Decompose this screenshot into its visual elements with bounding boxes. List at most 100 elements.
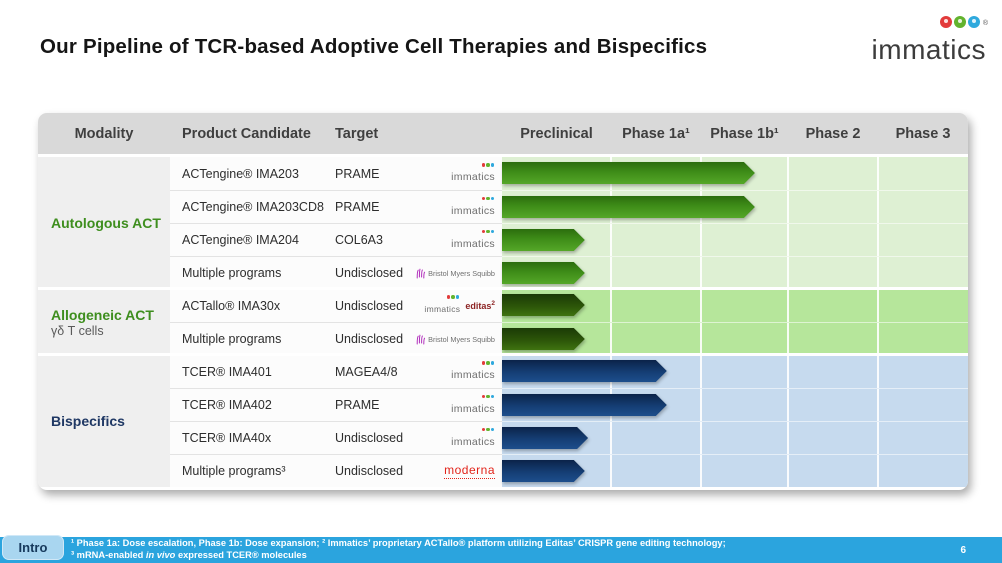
green-dot-icon <box>486 427 490 431</box>
red-dot-icon <box>481 196 485 200</box>
candidate-cell: ACTengine® IMA203 <box>170 157 330 190</box>
progress-arrow <box>502 360 968 382</box>
blue-dot-icon <box>455 295 460 299</box>
candidate-cell: ACTengine® IMA204 <box>170 223 330 256</box>
moderna-logo: moderna <box>444 463 495 479</box>
partner-cell: immatics <box>430 223 502 256</box>
target-cell: COL6A3 <box>330 223 430 256</box>
partner-cell: moderna <box>430 454 502 487</box>
target-cell: Undisclosed <box>330 454 430 487</box>
immatics-logo: immatics <box>451 196 495 219</box>
footnote-line-1: ¹ Phase 1a: Dose escalation, Phase 1b: D… <box>71 538 726 548</box>
bms-logo: Bristol Myers Squibb <box>416 334 495 345</box>
slide-title: Our Pipeline of TCR-based Adoptive Cell … <box>40 35 708 58</box>
partner-cell: Bristol Myers Squibb <box>416 322 502 355</box>
phase-track <box>502 421 968 454</box>
candidate-cell: ACTengine® IMA203CD8 <box>170 190 330 223</box>
partner-cell: immatics <box>430 388 502 421</box>
partner-cell: immatics <box>430 190 502 223</box>
header-phase-3: Phase 3 <box>895 125 951 142</box>
modality-cell: Autologous ACT <box>38 157 170 289</box>
bms-logo-text: Bristol Myers Squibb <box>428 334 495 344</box>
green-dot-icon <box>954 16 966 28</box>
immatics-dots-icon <box>481 163 494 167</box>
modality-label: Allogeneic ACT <box>51 306 154 323</box>
modality-label: Bispecifics <box>51 413 125 429</box>
footnote-line-2-italic: in vivo <box>145 549 176 560</box>
green-dot-icon <box>486 163 490 167</box>
phase-track <box>502 223 968 256</box>
header-phase-1a: Phase 1a¹ <box>622 125 690 142</box>
page-number: 6 <box>960 545 966 556</box>
phase-track <box>502 157 968 190</box>
bms-hand-icon <box>416 334 426 345</box>
red-dot-icon <box>940 16 952 28</box>
target-cell: MAGEA4/8 <box>330 355 430 388</box>
immatics-logo: immatics <box>451 394 495 417</box>
green-dot-icon <box>486 229 490 233</box>
progress-arrow <box>502 196 968 218</box>
blue-dot-icon <box>968 16 980 28</box>
target-cell: Undisclosed <box>330 256 430 289</box>
progress-arrow-shape <box>502 294 585 316</box>
header-phase-1b: Phase 1b¹ <box>710 125 779 142</box>
intro-tab[interactable]: Intro <box>2 535 64 560</box>
immatics-logo-text: immatics <box>871 34 986 65</box>
phase-track <box>502 322 968 355</box>
progress-arrow <box>502 394 968 416</box>
progress-arrow-shape <box>502 328 585 350</box>
phase-track <box>502 289 968 322</box>
bms-hand-icon <box>416 268 426 279</box>
blue-dot-icon <box>490 427 494 431</box>
immatics-dots-icon <box>481 196 494 200</box>
progress-arrow-shape <box>502 229 585 251</box>
partner-cell: immatics <box>430 157 502 190</box>
candidate-cell: ACTallo® IMA30x <box>170 289 330 322</box>
modality-sublabel: γδ T cells <box>51 323 104 338</box>
bms-logo-text: Bristol Myers Squibb <box>428 268 495 278</box>
phase-track <box>502 454 968 487</box>
red-dot-icon <box>481 427 485 431</box>
target-cell: Undisclosed <box>330 289 430 322</box>
progress-arrow-shape <box>502 262 585 284</box>
section-divider <box>38 353 968 356</box>
immatics-logo-large: ® immatics <box>850 12 990 68</box>
red-dot-icon <box>446 295 451 299</box>
target-cell: Undisclosed <box>330 322 430 355</box>
progress-arrow <box>502 460 968 482</box>
candidate-cell: Multiple programs <box>170 256 330 289</box>
phase-track <box>502 256 968 289</box>
green-dot-icon <box>451 295 455 299</box>
red-dot-icon <box>481 361 485 365</box>
header-phases: Preclinical Phase 1a¹ Phase 1b¹ Phase 2 … <box>502 113 968 154</box>
progress-arrow-shape <box>502 394 667 416</box>
progress-arrow <box>502 229 968 251</box>
immatics-logo-text: immatics <box>451 204 495 217</box>
candidate-cell: Multiple programs <box>170 322 330 355</box>
editas-logo-text: editas <box>465 301 492 311</box>
immatics-logo-text: immatics <box>451 369 495 381</box>
immatics-logo-text: immatics <box>451 171 495 183</box>
green-dot-icon <box>486 196 490 200</box>
blue-dot-icon <box>490 361 494 365</box>
header-modality: Modality <box>74 125 134 142</box>
progress-arrow <box>502 162 968 184</box>
immatics-logo-text: immatics <box>424 304 461 314</box>
progress-arrow-shape <box>502 427 588 449</box>
immatics-dots-icon <box>481 361 494 365</box>
progress-arrow-shape <box>502 196 755 218</box>
progress-arrow <box>502 427 968 449</box>
footer-bar: ¹ Phase 1a: Dose escalation, Phase 1b: D… <box>0 537 1002 563</box>
red-dot-icon <box>481 229 485 233</box>
immatics-logo: immatics <box>451 360 495 383</box>
phase-track <box>502 355 968 388</box>
target-cell: Undisclosed <box>330 421 430 454</box>
bms-logo: Bristol Myers Squibb <box>416 268 495 279</box>
